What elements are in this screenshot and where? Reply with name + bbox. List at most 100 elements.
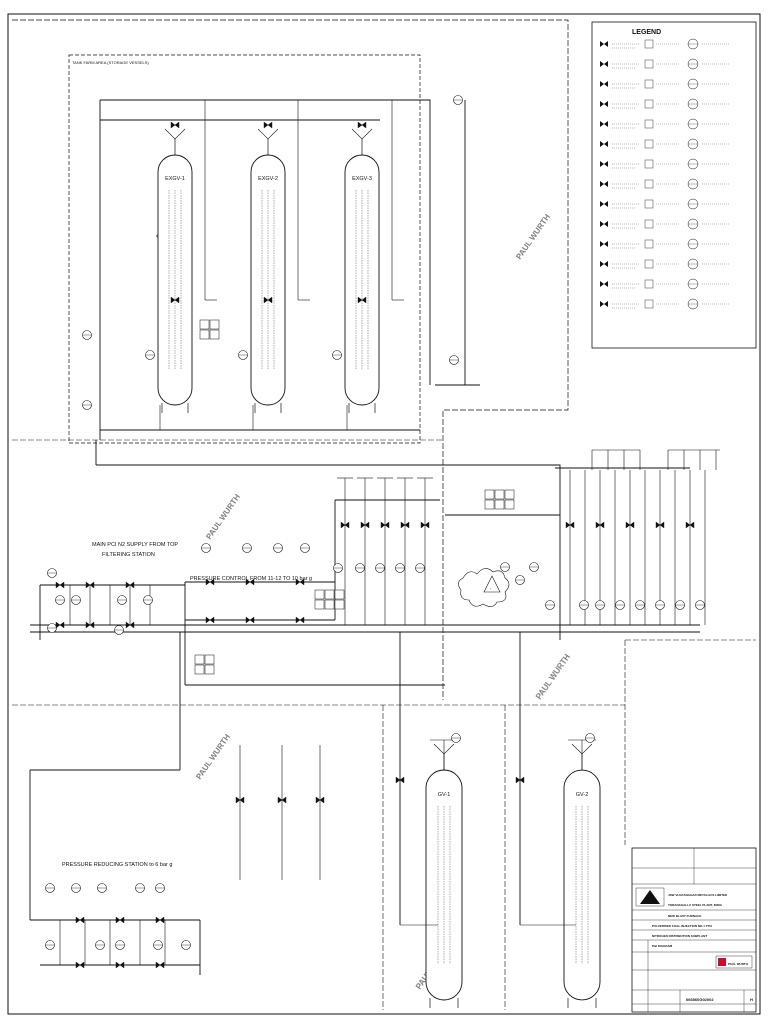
tank-farm-area-boundary [68, 54, 421, 444]
tank-farm-area-label: TANK FARM AREA (STORAGE VESSELS) [72, 60, 149, 65]
control-box [194, 664, 205, 675]
svg-text:!: ! [490, 587, 491, 591]
control-box [194, 654, 205, 665]
valve [395, 776, 405, 784]
control-box [209, 319, 220, 330]
vessel: GV-2 [563, 743, 601, 1008]
instrument-bubble [453, 95, 463, 105]
vessel-tag: EXGV-1 [165, 176, 185, 182]
valve [155, 961, 165, 969]
revision-cloud: ! [458, 568, 510, 607]
legend-symbols [600, 38, 730, 310]
instrument-bubble [355, 563, 365, 573]
project-name: PULVERISED COAL INJECTION NO.1 TPH [652, 924, 712, 928]
control-box [334, 599, 345, 610]
valve [205, 616, 215, 624]
instrument-bubble [135, 883, 145, 893]
valve [295, 616, 305, 624]
instrument-bubble [545, 600, 555, 610]
instrument-bubble [82, 330, 92, 340]
vessels: EXGV-1 EXGV-2 EXGV-3GV-1 GV-2 [157, 128, 601, 1008]
branch-lines [59, 100, 720, 965]
instrument-bubble [615, 600, 625, 610]
control-box [504, 489, 515, 500]
instrument-bubble [201, 543, 211, 553]
valve [595, 521, 605, 529]
instrument-bubble [97, 883, 107, 893]
valve [170, 296, 180, 304]
control-box [504, 499, 515, 510]
main-supply-label: MAIN PCI N2 SUPPLY FROM TOP [92, 542, 178, 548]
valve [205, 578, 215, 586]
instrument-bubble [333, 563, 343, 573]
instrument-bubble [55, 595, 65, 605]
drawing-number: 066560G02002 [686, 997, 714, 1002]
instrument-bubble [695, 600, 705, 610]
valve [263, 121, 273, 129]
instrument-bubble [71, 595, 81, 605]
instrument-bubble [585, 733, 595, 743]
valve [357, 296, 367, 304]
instrument-bubble [82, 400, 92, 410]
valve [277, 796, 287, 804]
valve [115, 961, 125, 969]
control-box [314, 589, 325, 600]
instrument-bubble [595, 600, 605, 610]
watermark-text: PAUL WURTH [194, 732, 232, 781]
valve [55, 621, 65, 629]
control-box [484, 499, 495, 510]
instrument-bubble [300, 543, 310, 553]
instrument-bubble [181, 940, 191, 950]
instrument-bubble [675, 600, 685, 610]
instrument-bubble [273, 543, 283, 553]
instrument-bubble [145, 350, 155, 360]
instrument-bubble [155, 883, 165, 893]
control-box [494, 489, 505, 500]
control-box [204, 654, 215, 665]
control-box [324, 599, 335, 610]
drawing-title: NITROGEN DISTRIBUTION SUBPLANT [652, 934, 707, 938]
instrument-bubble [95, 940, 105, 950]
instrument-bubble [449, 355, 459, 365]
instruments [45, 95, 705, 950]
instrument-bubble [114, 625, 124, 635]
pressure-control-label: PRESSURE CONTROL FROM 11-12 TO 10 bar g [190, 576, 312, 582]
valve [170, 121, 180, 129]
vessel: GV-1 [425, 743, 463, 1008]
valve [295, 578, 305, 586]
instrument-bubble [45, 883, 55, 893]
instrument-bubble [451, 733, 461, 743]
jsw-logo [635, 887, 665, 907]
valve [75, 916, 85, 924]
vessel-tag: GV-1 [438, 792, 451, 798]
valve [340, 521, 350, 529]
valve [625, 521, 635, 529]
valve [55, 581, 65, 589]
instrument-bubble [143, 595, 153, 605]
control-box [199, 319, 210, 330]
valve [245, 578, 255, 586]
legend-panel: LEGEND [591, 21, 757, 349]
instrument-bubble [375, 563, 385, 573]
valve [685, 521, 695, 529]
valves [55, 121, 695, 969]
valve [315, 796, 325, 804]
main-supply-label-line2: FILTERING STATION [102, 552, 155, 558]
control-box [334, 589, 345, 600]
valve [263, 296, 273, 304]
instrument-bubble [635, 600, 645, 610]
instrument-bubble [332, 350, 342, 360]
pressure-reducing-label: PRESSURE REDUCING STATION to 6 bar g [62, 862, 172, 868]
vessel-tag: EXGV-3 [352, 176, 372, 182]
watermark-text: PAUL WURTH [514, 212, 552, 261]
control-box [314, 599, 325, 610]
valve [235, 796, 245, 804]
valve [125, 621, 135, 629]
vessel: EXGV-2 [250, 128, 286, 413]
instrument-bubble [117, 595, 127, 605]
valve [155, 916, 165, 924]
valve [75, 961, 85, 969]
instrument-bubble [45, 940, 55, 950]
paul-wurth-logo: PAUL WURTH [715, 955, 753, 969]
valve [380, 521, 390, 529]
